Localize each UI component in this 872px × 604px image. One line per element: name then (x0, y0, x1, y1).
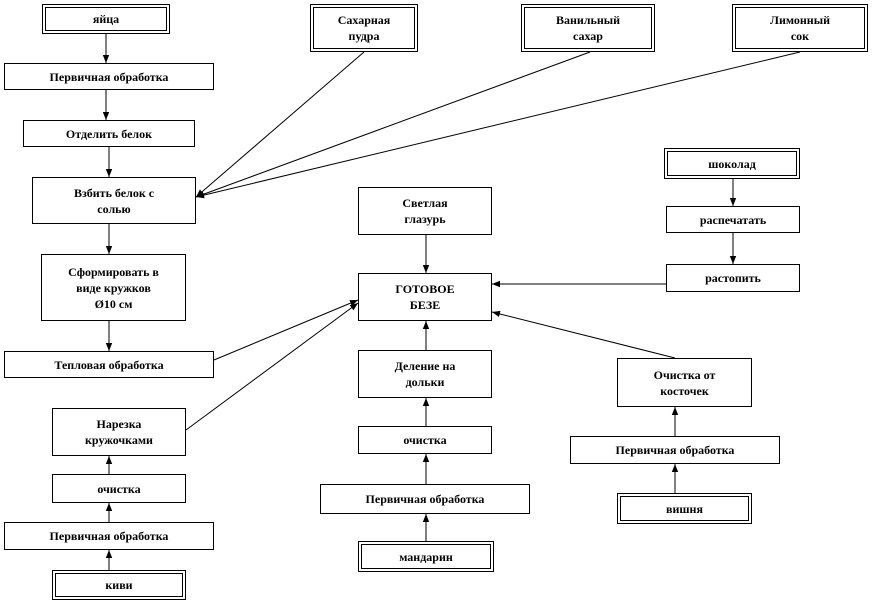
node-remove-pits: Очистка от косточек (617, 358, 752, 407)
connector-heat-to-final (213, 299, 359, 361)
node-mandarin-primary-processing: Первичная обработка (320, 484, 530, 514)
connector-cut-to-final (185, 302, 359, 431)
node-kiwi: киви (52, 570, 186, 600)
node-mandarin-cleaning: очистка (358, 426, 492, 454)
node-mandarin: мандарин (358, 541, 494, 572)
node-lemon-juice: Лимонный сок (732, 4, 868, 52)
node-powdered-sugar: Сахарная пудра (310, 4, 418, 52)
node-eggs-primary-processing: Первичная обработка (4, 63, 214, 90)
connector-lemon-to-whip (195, 51, 801, 199)
connector-sugar-to-whip (195, 51, 365, 198)
node-form-circles: Сформировать в виде кружков Ø10 см (41, 254, 186, 321)
node-eggs: яйца (42, 4, 170, 34)
node-unpack: распечатать (666, 206, 800, 233)
connector-vanilla-to-whip (195, 51, 591, 198)
node-finished-meringue: ГОТОВОЕ БЕЗЕ (358, 273, 492, 321)
node-heat-treatment: Тепловая обработка (4, 351, 214, 378)
node-kiwi-primary-processing: Первичная обработка (4, 522, 214, 550)
node-separate-whites: Отделить белок (23, 120, 195, 147)
node-cherry: вишня (617, 493, 752, 524)
node-kiwi-cleaning: очистка (52, 474, 186, 503)
node-light-glaze: Светлая глазурь (358, 187, 492, 235)
node-chocolate: шоколад (664, 148, 800, 179)
node-cherry-primary-processing: Первичная обработка (570, 436, 780, 464)
node-whip-whites: Взбить белок с солью (32, 177, 196, 224)
node-vanilla-sugar: Ванильный сахар (521, 4, 655, 52)
connector-pit-to-final (491, 310, 676, 359)
node-melt: растопить (666, 264, 800, 292)
node-cut-circles: Нарезка кружочками (52, 408, 186, 456)
node-divide-slices: Деление на дольки (358, 350, 492, 398)
